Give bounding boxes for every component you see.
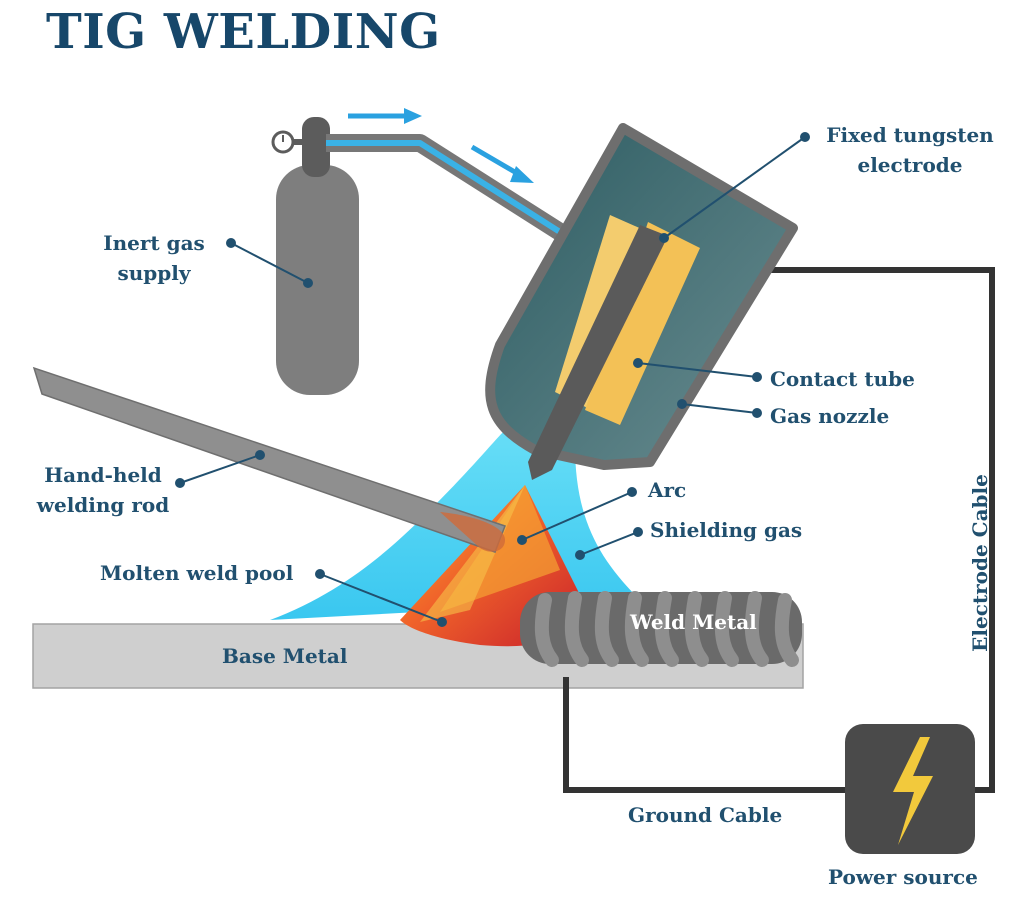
label-fixed-tungsten-electrode: Fixed tungsten electrode bbox=[826, 123, 994, 177]
ground-cable bbox=[563, 677, 845, 793]
gas-hose bbox=[326, 134, 565, 240]
weld-metal-bead bbox=[520, 591, 802, 667]
tungsten-electrode bbox=[528, 225, 668, 480]
leader-lines bbox=[175, 132, 810, 627]
label-hand-held-welding-rod: Hand-held welding rod bbox=[36, 463, 170, 517]
page-title: TIG WELDING bbox=[46, 4, 441, 60]
label-molten-weld-pool: Molten weld pool bbox=[100, 561, 294, 585]
power-source-box bbox=[845, 724, 975, 854]
label-inert-gas-supply: Inert gas supply bbox=[103, 231, 205, 285]
label-base-metal: Base Metal bbox=[222, 644, 348, 668]
label-power-source: Power source bbox=[828, 865, 978, 889]
label-gas-nozzle: Gas nozzle bbox=[770, 404, 890, 428]
electrode-cable bbox=[696, 267, 995, 793]
lightning-bolt-icon bbox=[893, 737, 933, 845]
label-ground-cable: Ground Cable bbox=[628, 803, 783, 827]
label-electrode-cable: Electrode Cable bbox=[968, 474, 992, 652]
label-shielding-gas: Shielding gas bbox=[650, 518, 803, 542]
label-weld-metal: Weld Metal bbox=[630, 610, 757, 634]
label-arc: Arc bbox=[648, 478, 687, 502]
welding-rod bbox=[32, 366, 506, 553]
label-contact-tube: Contact tube bbox=[770, 367, 915, 391]
gas-cylinder bbox=[271, 117, 359, 395]
